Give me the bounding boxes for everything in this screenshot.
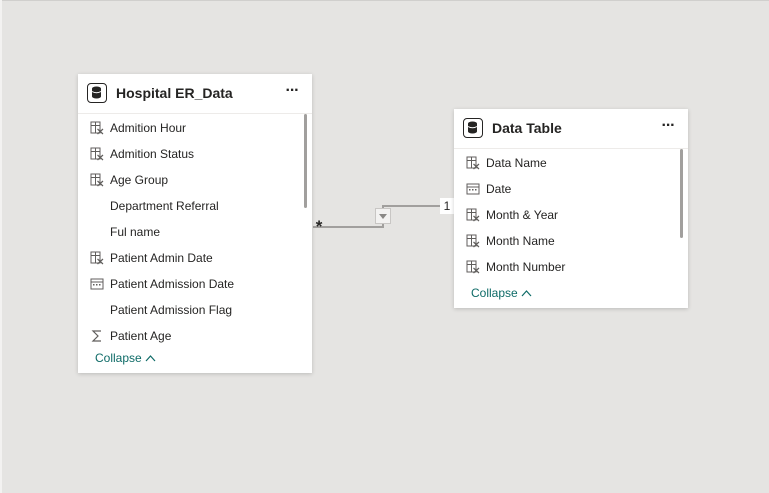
scrollbar-thumb[interactable] [680, 149, 683, 238]
table-card-header[interactable]: Data Table ··· [454, 109, 688, 149]
field-item[interactable]: Patient Admission Date [78, 271, 312, 297]
field-label: Data Name [486, 156, 547, 170]
field-label: Age Group [110, 173, 169, 187]
field-label: Month Name [486, 234, 555, 248]
field-label: Month & Year [486, 208, 559, 222]
field-item[interactable]: Patient Admin Date [78, 245, 312, 271]
field-item[interactable]: Admition Hour [78, 115, 312, 141]
table-title: Data Table [492, 120, 562, 136]
field-label: Month Number [486, 260, 566, 274]
table-title: Hospital ER_Data [116, 85, 233, 101]
scrollbar-thumb[interactable] [304, 114, 307, 208]
collapse-label: Collapse [95, 351, 142, 365]
field-label: Patient Admission Flag [110, 303, 233, 317]
field-label: Date [486, 182, 512, 196]
cardinality-many-label: * [315, 217, 323, 236]
calculated-column-icon [466, 156, 480, 170]
sum-icon [90, 329, 104, 343]
calendar-icon [90, 277, 104, 291]
collapse-label: Collapse [471, 286, 518, 300]
field-item[interactable]: Month & Year [454, 202, 688, 228]
calculated-column-icon [466, 208, 480, 222]
table-card-data-table[interactable]: Data Table ··· Data Name Date Month & [454, 109, 688, 308]
collapse-link[interactable]: Collapse [95, 351, 156, 365]
field-label: Ful name [110, 225, 161, 239]
field-item[interactable]: Patient Age [78, 323, 312, 349]
field-item[interactable]: Date [454, 176, 688, 202]
field-item[interactable]: Month Name [454, 228, 688, 254]
field-list: Data Name Date Month & Year Month Name [454, 150, 688, 280]
table-card-hospital-er-data[interactable]: Hospital ER_Data ··· Admition Hour Admit… [78, 74, 312, 373]
table-icon [87, 83, 107, 103]
calculated-column-icon [466, 260, 480, 274]
field-label: Admition Status [110, 147, 195, 161]
canvas-left-border [0, 0, 2, 493]
field-item[interactable]: Ful name [78, 219, 312, 245]
field-item[interactable]: Admition Status [78, 141, 312, 167]
field-item[interactable]: Month Number [454, 254, 688, 280]
calculated-column-icon [90, 121, 104, 135]
field-label: Department Referral [110, 199, 219, 213]
collapse-link[interactable]: Collapse [471, 286, 532, 300]
table-icon [463, 118, 483, 138]
table-card-header[interactable]: Hospital ER_Data ··· [78, 74, 312, 114]
field-label: Admition Hour [110, 121, 187, 135]
cross-filter-direction-icon[interactable] [375, 208, 391, 224]
calculated-column-icon [466, 234, 480, 248]
calculated-column-icon [90, 147, 104, 161]
calculated-column-icon [90, 173, 104, 187]
canvas-top-border [0, 0, 769, 1]
relationship-line-right[interactable] [382, 205, 454, 207]
chevron-up-icon [145, 351, 156, 365]
chevron-up-icon [521, 286, 532, 300]
relationship-line-left[interactable] [313, 226, 383, 228]
more-options-button[interactable]: ··· [285, 82, 300, 99]
field-item[interactable]: Patient Admission Flag [78, 297, 312, 323]
field-item[interactable]: Data Name [454, 150, 688, 176]
field-label: Patient Admission Date [110, 277, 235, 291]
field-list: Admition Hour Admition Status Age Group … [78, 115, 312, 349]
cardinality-one-label: 1 [440, 198, 454, 214]
more-options-button[interactable]: ··· [661, 117, 676, 134]
calendar-icon [466, 182, 480, 196]
field-label: Patient Age [110, 329, 172, 343]
field-item[interactable]: Department Referral [78, 193, 312, 219]
field-label: Patient Admin Date [110, 251, 213, 265]
calculated-column-icon [90, 251, 104, 265]
field-item[interactable]: Age Group [78, 167, 312, 193]
